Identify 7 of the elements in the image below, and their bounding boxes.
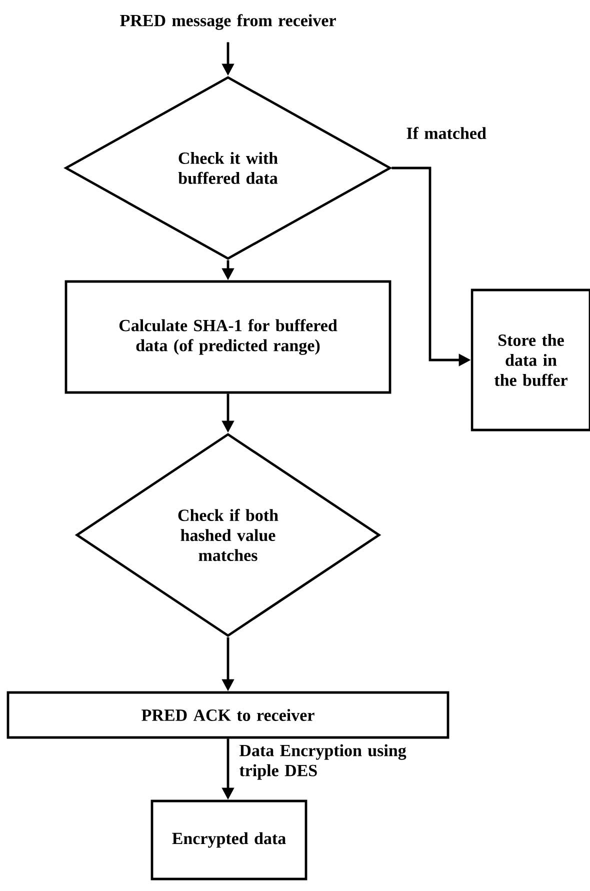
process-box: PRED ACK to receiver [6,691,450,739]
process-box: Encrypted data [150,800,308,880]
process-box: Calculate SHA-1 for buffered data (of predicted range) [64,280,392,394]
edge-label: Data Encryption using triple DES [239,744,406,780]
process-box: Store the data in the buffer [470,288,590,432]
start-text: PRED message from receiver [120,14,336,30]
edge-label: If matched [406,126,486,140]
